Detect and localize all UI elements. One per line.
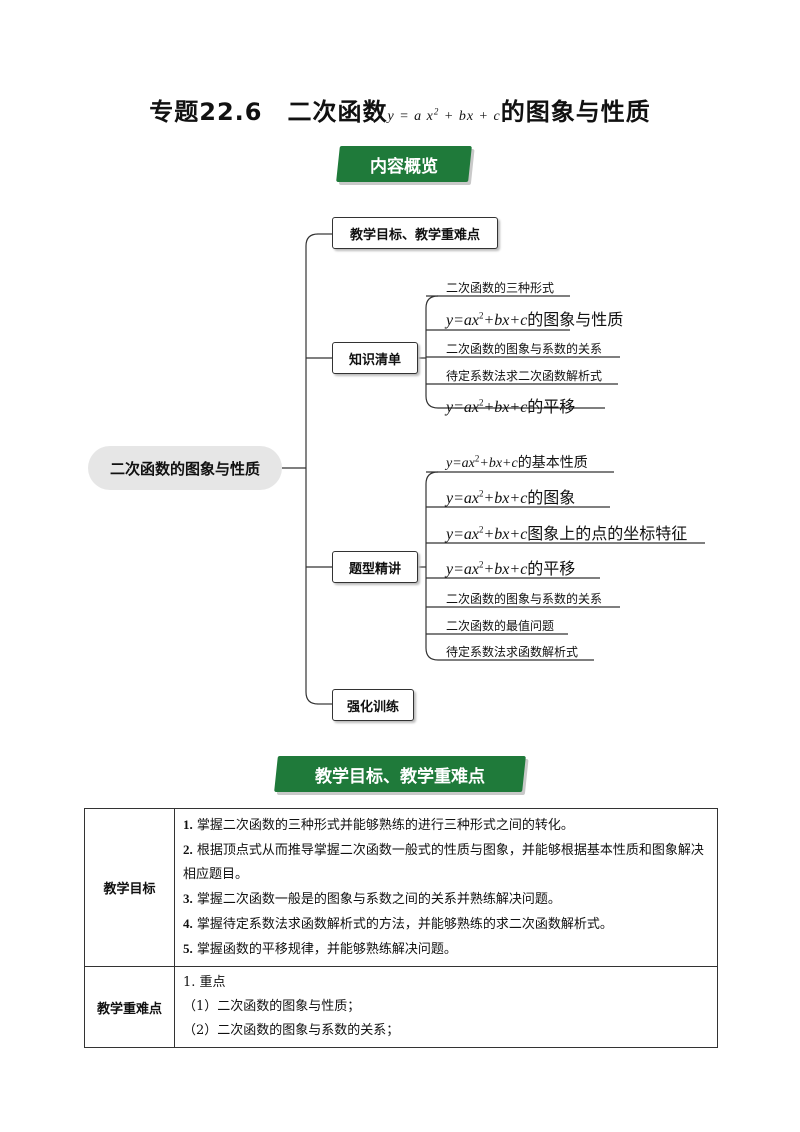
leaf-text: 待定系数法求函数解析式 xyxy=(446,645,579,659)
leaf-question-7: 待定系数法求函数解析式 xyxy=(426,643,578,660)
objectives-banner: 教学目标、教学重难点 xyxy=(274,756,526,792)
formula-part-b: + bx + c xyxy=(439,109,501,124)
key-item: （2）二次函数的图象与系数的关系； xyxy=(183,1023,400,1038)
goal-item: 3. 掌握二次函数一般是的图象与系数之间的关系并熟练解决问题。 xyxy=(183,887,709,912)
table-row: 教学目标 1. 掌握二次函数的三种形式并能够熟练的进行三种形式之间的转化。 2.… xyxy=(84,808,718,967)
leaf-text: 二次函数的图象与系数的关系 xyxy=(446,342,603,356)
leaf-question-1: y=ax2+bx+c的基本性质 xyxy=(426,452,588,472)
leaf-question-5: 二次函数的图象与系数的关系 xyxy=(426,590,602,607)
goal-number: 2. xyxy=(183,842,193,857)
key-item: 1. 重点 xyxy=(183,975,226,990)
page-title: 专题22.6 二次函数y = a x2 + bx + c的图象与性质 xyxy=(0,92,800,127)
goal-text: 根据顶点式从而推导掌握二次函数一般式的性质与图象，并能够根据基本性质和图象解决相… xyxy=(183,843,704,882)
branch-practice: 强化训练 xyxy=(332,689,414,721)
leaf-text: 的图象 xyxy=(527,490,576,507)
leaf-knowledge-4: 待定系数法求二次函数解析式 xyxy=(426,367,602,384)
leaf-knowledge-5: y=ax2+bx+c的平移 xyxy=(426,393,575,417)
goal-number: 5. xyxy=(183,941,193,956)
title-suffix: 的图象与性质 xyxy=(500,98,651,126)
leaf-formula-tail: +bx+c xyxy=(483,526,528,543)
goals-cell: 1. 掌握二次函数的三种形式并能够熟练的进行三种形式之间的转化。 2. 根据顶点… xyxy=(174,808,718,967)
leaf-question-2: y=ax2+bx+c的图象 xyxy=(426,484,575,508)
leaf-question-4: y=ax2+bx+c的平移 xyxy=(426,555,575,579)
keys-cell: 1. 重点 （1）二次函数的图象与性质； （2）二次函数的图象与系数的关系； xyxy=(174,966,718,1048)
leaf-formula: y=ax xyxy=(446,399,479,416)
leaf-formula-tail: +bx+c xyxy=(479,456,518,471)
formula-exponent: 2 xyxy=(433,106,440,117)
branch-objectives: 教学目标、教学重难点 xyxy=(332,217,498,249)
leaf-question-6: 二次函数的最值问题 xyxy=(426,617,554,634)
title-formula: y = a x2 + bx + c xyxy=(387,106,501,124)
goal-item: 4. 掌握待定系数法求函数解析式的方法，并能够熟练的求二次函数解析式。 xyxy=(183,912,709,937)
mindmap-connectors xyxy=(282,233,705,705)
leaf-formula: y=ax xyxy=(446,526,479,543)
goal-text: 掌握待定系数法求函数解析式的方法，并能够熟练的求二次函数解析式。 xyxy=(196,917,613,932)
objectives-table: 教学目标 1. 掌握二次函数的三种形式并能够熟练的进行三种形式之间的转化。 2.… xyxy=(84,808,718,1048)
keys-header: 教学重难点 xyxy=(84,966,175,1048)
leaf-knowledge-2: y=ax2+bx+c的图象与性质 xyxy=(426,306,623,330)
goal-item: 1. 掌握二次函数的三种形式并能够熟练的进行三种形式之间的转化。 xyxy=(183,813,709,838)
leaf-knowledge-1: 二次函数的三种形式 xyxy=(426,279,554,296)
leaf-formula-exp: 2 xyxy=(479,488,484,499)
key-item: （1）二次函数的图象与性质； xyxy=(183,999,361,1014)
leaf-text: 二次函数的图象与系数的关系 xyxy=(446,592,603,606)
goal-text: 掌握函数的平移规律，并能够熟练解决问题。 xyxy=(196,942,457,957)
formula-part-a: y = a x xyxy=(387,109,434,124)
leaf-formula-tail: +bx+c xyxy=(483,490,528,507)
table-row: 教学重难点 1. 重点 （1）二次函数的图象与性质； （2）二次函数的图象与系数… xyxy=(84,966,718,1048)
leaf-formula: y=ax xyxy=(446,456,475,471)
leaf-question-3: y=ax2+bx+c图象上的点的坐标特征 xyxy=(426,520,687,544)
leaf-text: 的基本性质 xyxy=(517,456,588,471)
leaf-formula-exp: 2 xyxy=(479,397,484,408)
leaf-formula-tail: +bx+c xyxy=(483,561,528,578)
leaf-formula-tail: +bx+c xyxy=(483,312,528,329)
leaf-formula: y=ax xyxy=(446,561,479,578)
leaf-text: 的图象与性质 xyxy=(527,312,624,329)
title-prefix: 专题22.6 二次函数 xyxy=(149,98,388,126)
goal-number: 3. xyxy=(183,891,193,906)
leaf-text: 二次函数的三种形式 xyxy=(446,281,555,295)
leaf-text: 图象上的点的坐标特征 xyxy=(527,526,688,543)
goal-item: 5. 掌握函数的平移规律，并能够熟练解决问题。 xyxy=(183,937,709,962)
goals-header: 教学目标 xyxy=(84,808,175,967)
leaf-text: 待定系数法求二次函数解析式 xyxy=(446,369,603,383)
leaf-formula-exp: 2 xyxy=(479,524,484,535)
objectives-banner-label: 教学目标、教学重难点 xyxy=(315,766,485,787)
leaf-formula: y=ax xyxy=(446,490,479,507)
leaf-text: 的平移 xyxy=(527,399,576,416)
goal-number: 4. xyxy=(183,916,193,931)
branch-knowledge-list: 知识清单 xyxy=(332,342,418,374)
goal-number: 1. xyxy=(183,817,193,832)
leaf-formula-exp: 2 xyxy=(474,453,480,464)
leaf-formula: y=ax xyxy=(446,312,479,329)
leaf-knowledge-3: 二次函数的图象与系数的关系 xyxy=(426,340,602,357)
leaf-formula-exp: 2 xyxy=(479,310,484,321)
leaf-formula-exp: 2 xyxy=(479,559,484,570)
leaf-formula-tail: +bx+c xyxy=(483,399,528,416)
goal-text: 掌握二次函数一般是的图象与系数之间的关系并熟练解决问题。 xyxy=(196,892,561,907)
branch-question-types: 题型精讲 xyxy=(332,551,418,583)
leaf-text: 的平移 xyxy=(527,561,576,578)
mindmap-root: 二次函数的图象与性质 xyxy=(88,446,282,490)
goal-text: 掌握二次函数的三种形式并能够熟练的进行三种形式之间的转化。 xyxy=(196,818,574,833)
goal-item: 2. 根据顶点式从而推导掌握二次函数一般式的性质与图象，并能够根据基本性质和图象… xyxy=(183,838,709,887)
leaf-text: 二次函数的最值问题 xyxy=(446,619,555,633)
